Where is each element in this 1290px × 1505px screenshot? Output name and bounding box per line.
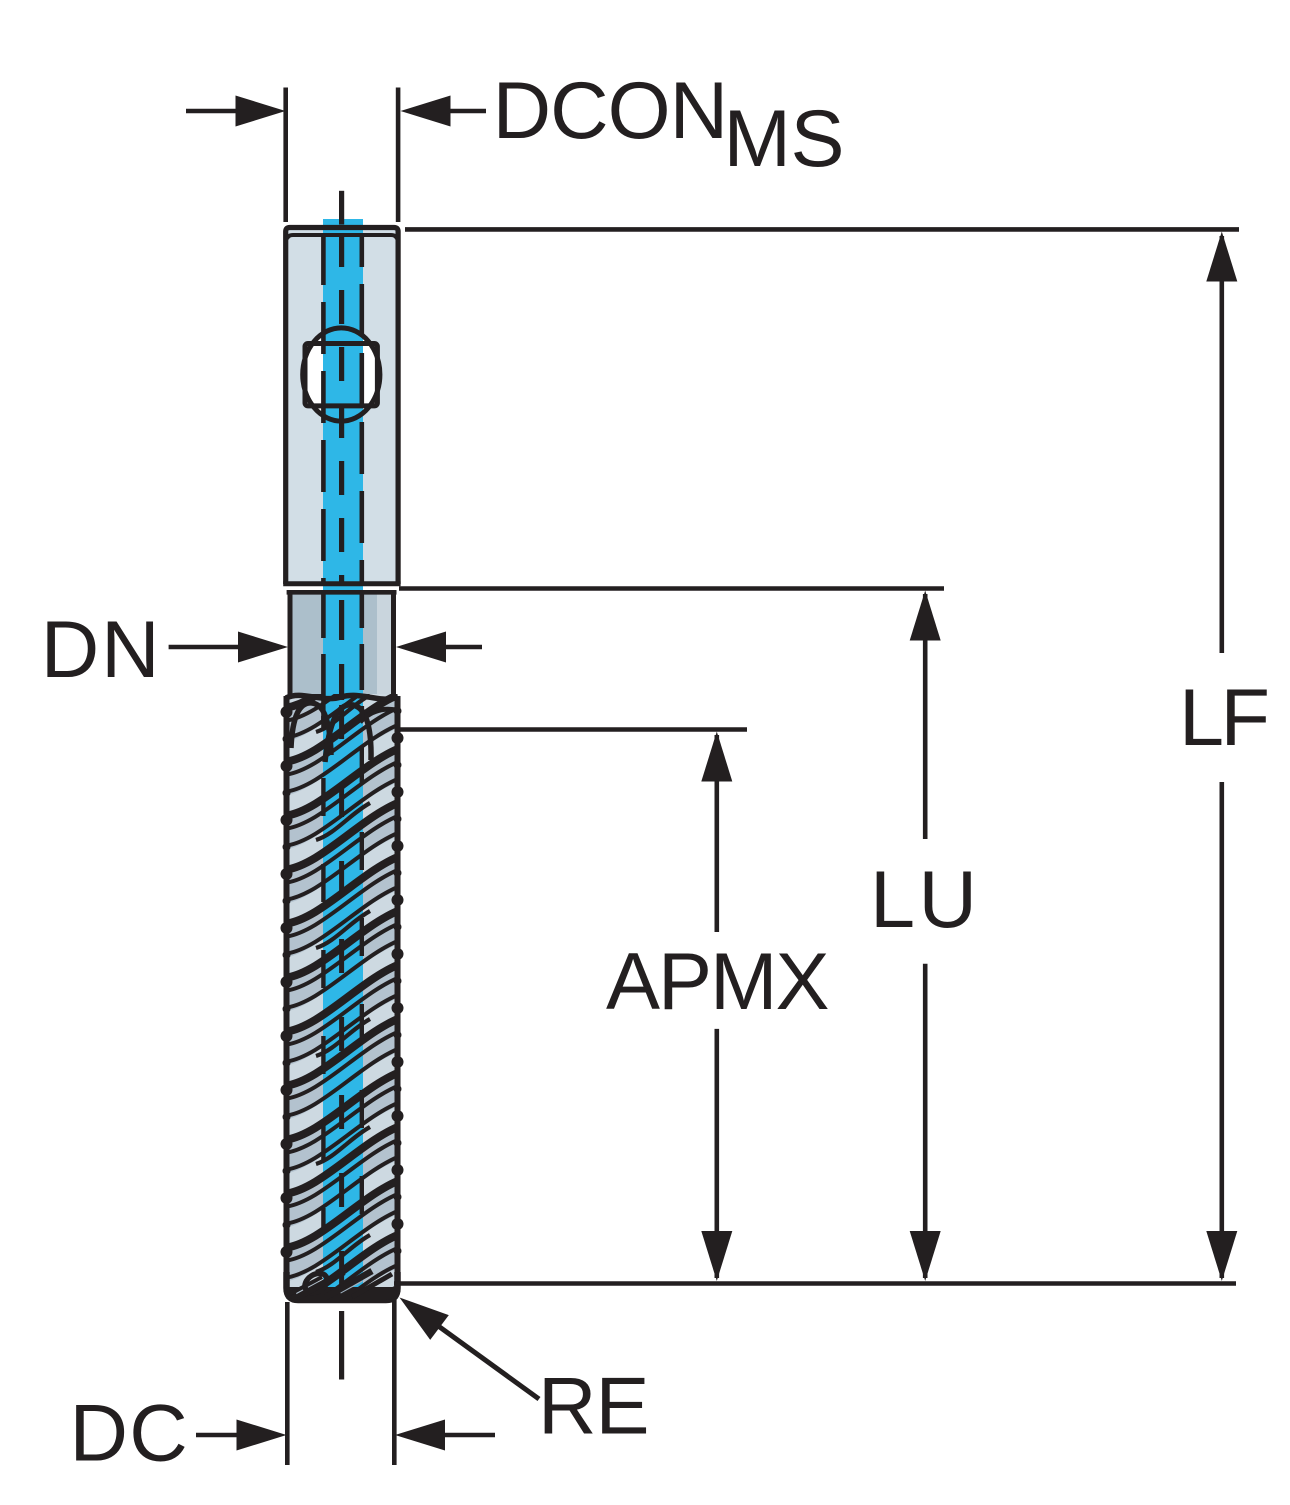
svg-text:LU: LU (870, 855, 981, 945)
svg-text:MS: MS (724, 94, 845, 184)
svg-text:DCON: DCON (493, 66, 727, 156)
svg-text:DN: DN (41, 605, 162, 695)
svg-text:APMX: APMX (606, 937, 829, 1027)
svg-text:LF: LF (1179, 673, 1268, 763)
svg-text:RE: RE (538, 1362, 649, 1452)
svg-text:DC: DC (70, 1389, 190, 1479)
